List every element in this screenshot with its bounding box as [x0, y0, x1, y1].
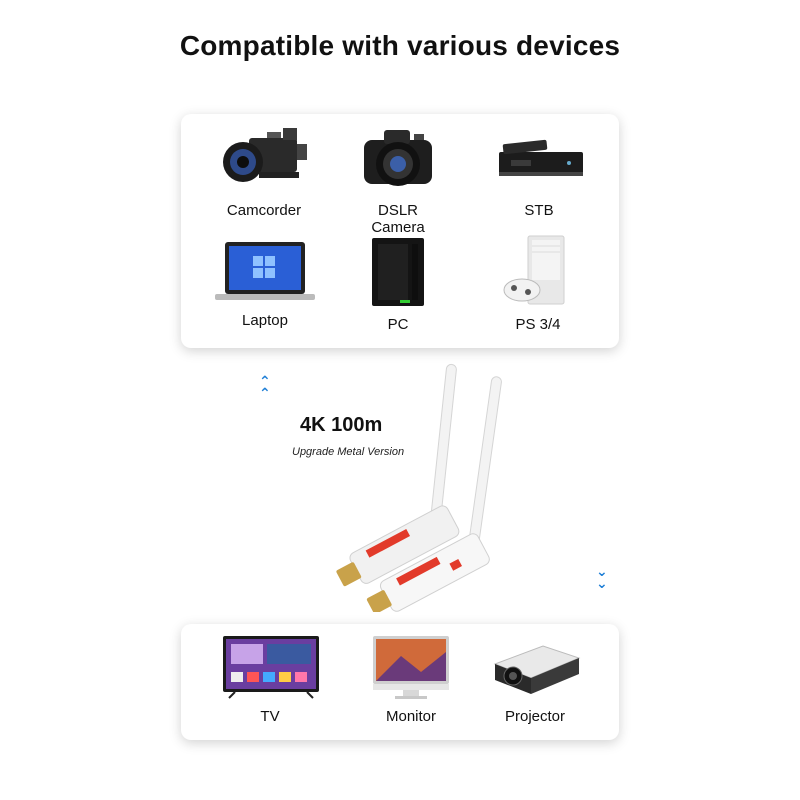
- product-headline: 4K 100m: [300, 414, 383, 436]
- chevron-down-icon: ⌄⌄: [596, 564, 608, 592]
- device-laptop: Laptop: [213, 236, 317, 329]
- monitor-icon: [373, 636, 449, 699]
- set-top-box-icon: [499, 139, 583, 176]
- tv-icon: [223, 636, 319, 699]
- dslr-camera-icon: [364, 130, 432, 186]
- device-label: Laptop: [242, 312, 288, 329]
- device-pc: PC: [361, 236, 435, 333]
- device-label: DSLR Camera: [371, 202, 425, 236]
- device-label: PC: [387, 316, 409, 333]
- device-label: Camcorder: [226, 202, 302, 219]
- game-console-icon: [503, 235, 565, 305]
- page-title: Compatible with various devices: [179, 30, 621, 61]
- device-label: Projector: [504, 708, 566, 725]
- device-projector: Projector: [487, 636, 583, 725]
- chevron-up-icon: ⌃⌃: [259, 374, 271, 402]
- hdmi-extender-product-image: [336, 363, 502, 612]
- device-label: TV: [260, 708, 280, 725]
- camcorder-icon: [223, 128, 307, 182]
- laptop-icon: [215, 242, 315, 300]
- source-devices-card: Camcorder DSLR Camera STB: [181, 114, 619, 348]
- device-camcorder: Camcorder: [219, 122, 309, 219]
- device-label: STB: [524, 202, 554, 219]
- device-label: PS 3/4: [515, 316, 561, 333]
- product-subtitle: Upgrade Metal Version: [292, 446, 405, 458]
- pc-tower-icon: [372, 238, 424, 306]
- device-label: Monitor: [385, 708, 437, 725]
- projector-icon: [493, 645, 581, 694]
- device-stb: STB: [489, 122, 589, 219]
- display-devices-card: TV Monitor Projector: [181, 624, 619, 740]
- device-dslr-camera: DSLR Camera: [353, 122, 443, 236]
- device-tv: TV: [221, 634, 319, 725]
- device-monitor: Monitor: [365, 634, 457, 725]
- device-ps: PS 3/4: [493, 232, 583, 333]
